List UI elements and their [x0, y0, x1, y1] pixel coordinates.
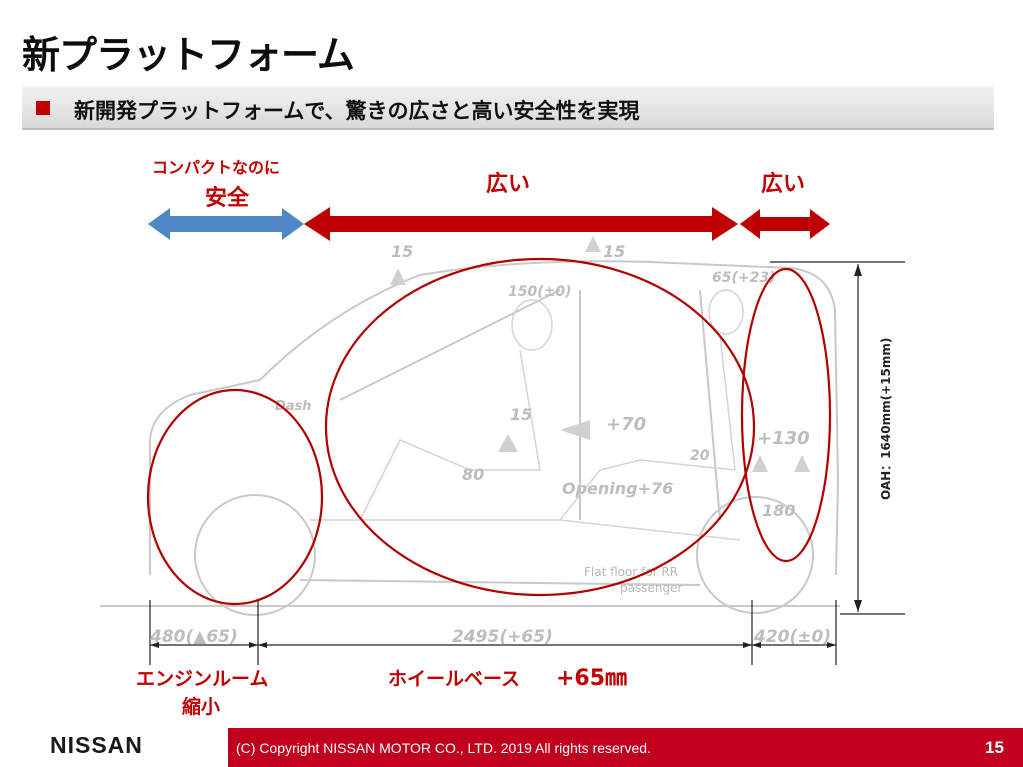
cabin-wide-label: 広い: [486, 172, 531, 197]
dimension-lines: [149, 261, 905, 665]
arrow-markers: [390, 236, 810, 472]
subtitle-text: 新開発プラットフォームで、驚きの広さと高い安全性を実現: [74, 99, 640, 123]
flat-floor-line1: Flat floor for RR: [584, 565, 678, 579]
passenger-mannequins: [310, 289, 744, 541]
head-front-value: 150(±0): [508, 284, 572, 300]
page-title: 新プラットフォーム: [22, 33, 355, 77]
luggage-ellipse: [740, 267, 832, 563]
nissan-logo: NISSAN: [50, 732, 143, 758]
highlight-ellipses: [146, 257, 832, 606]
front-knee-value: 80: [462, 465, 484, 484]
wheelbase-label: ホイールベース: [388, 668, 521, 690]
dash-label: Dash: [275, 399, 312, 414]
car-outline: [100, 260, 840, 616]
roof-front-value: 15: [391, 242, 413, 261]
rear-overhang-dimension: 420(±0): [754, 627, 832, 647]
rear-knee-value: +70: [606, 414, 646, 435]
front-overhang-dimension: 480(▲65): [150, 627, 238, 647]
luggage-value: 180: [762, 501, 795, 520]
rear-space-value: +130: [757, 428, 810, 449]
safety-label: 安全: [205, 186, 250, 211]
engine-room-ellipse: [146, 388, 324, 606]
rear-wide-label: 広い: [761, 172, 806, 197]
footer-bar: [228, 728, 1023, 767]
engine-room-label: エンジンルーム: [136, 668, 269, 690]
footer: NISSAN (C) Copyright NISSAN MOTOR CO., L…: [0, 722, 1023, 767]
compact-safety-arrow: [148, 208, 304, 240]
wheelbase-increase-value: +65㎜: [556, 666, 628, 691]
head-rear-value: 65(+23): [712, 270, 776, 286]
front-seat-value: 15: [510, 405, 532, 424]
compact-label: コンパクトなのに: [152, 158, 281, 177]
page-number: 15: [985, 738, 1004, 757]
bullet-square-icon: [36, 101, 50, 115]
flat-floor-line2: passenger: [620, 581, 682, 595]
subtitle-bar: 新開発プラットフォームで、驚きの広さと高い安全性を実現: [22, 86, 994, 130]
cabin-wide-arrow: [304, 207, 738, 241]
span-arrows: [148, 207, 830, 241]
drawing-annotations: 15 15 150(±0) 65(+23) Dash 15 80 +70 20 …: [275, 242, 810, 520]
opening-value: Opening+76: [562, 479, 673, 498]
copyright-text: (C) Copyright NISSAN MOTOR CO., LTD. 201…: [236, 740, 651, 756]
wheelbase-dimension: 2495(+65): [452, 627, 553, 647]
rear-seat-value: 20: [690, 448, 710, 464]
cabin-ellipse: [324, 257, 756, 597]
reduction-label: 縮小: [182, 696, 221, 718]
roof-rear-value: 15: [603, 242, 625, 261]
rear-wide-arrow: [740, 209, 830, 239]
flat-floor-note: Flat floor for RR passenger: [584, 565, 682, 595]
oah-height-label: OAH：1640mm(+15mm): [879, 338, 893, 500]
